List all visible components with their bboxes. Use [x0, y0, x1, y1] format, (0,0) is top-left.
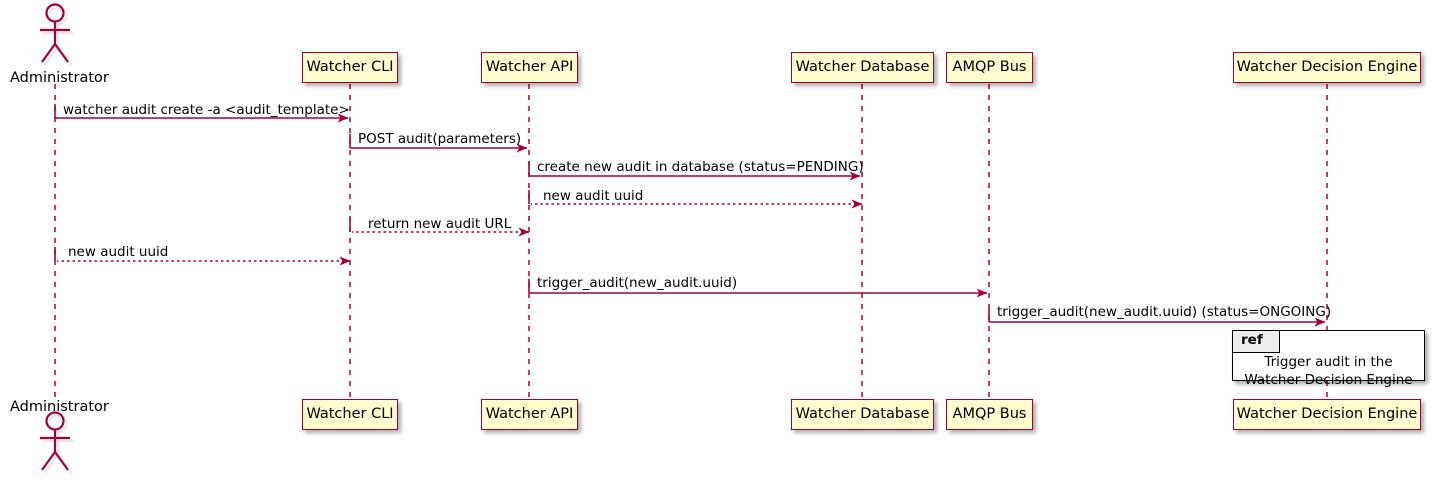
- participant-label: Watcher API: [485, 406, 574, 423]
- actor-leg-left: [41, 43, 56, 63]
- ref-fragment-line-1: Trigger audit in the: [1264, 354, 1393, 370]
- participant-label: AMQP Bus: [952, 406, 1027, 423]
- message-label-m8: trigger_audit(new_audit.uuid) (status=ON…: [997, 304, 1332, 320]
- ref-fragment[interactable]: ref Trigger audit in the Watcher Decisio…: [1232, 330, 1425, 388]
- participant-footer-amqp-bus[interactable]: AMQP Bus: [946, 399, 1033, 430]
- participant-label: Watcher Decision Engine: [1236, 406, 1418, 423]
- participant-label: Watcher Database: [795, 59, 930, 76]
- participant-header-watcher-database[interactable]: Watcher Database: [791, 52, 934, 83]
- actor-figure-administrator-bottom[interactable]: [40, 411, 70, 471]
- participant-footer-watcher-decision-engine[interactable]: Watcher Decision Engine: [1233, 399, 1421, 430]
- participant-footer-watcher-cli[interactable]: Watcher CLI: [302, 399, 398, 430]
- actor-label-administrator-top: Administrator: [10, 70, 109, 86]
- actor-leg-left: [41, 451, 56, 471]
- actor-head: [48, 414, 68, 434]
- actor-head: [45, 411, 65, 431]
- actor-leg-right: [54, 451, 69, 471]
- actor-head: [48, 6, 68, 26]
- participant-footer-watcher-api[interactable]: Watcher API: [481, 399, 578, 430]
- actor-head: [45, 3, 65, 23]
- participant-label: Watcher Decision Engine: [1236, 59, 1418, 76]
- participant-header-watcher-decision-engine[interactable]: Watcher Decision Engine: [1233, 52, 1421, 83]
- participant-label: Watcher Database: [795, 406, 930, 423]
- message-label-m5: return new audit URL: [368, 216, 512, 232]
- message-arrows-group: [54, 104, 1326, 327]
- message-label-m2: POST audit(parameters): [358, 131, 522, 147]
- message-label-m7: trigger_audit(new_audit.uuid): [537, 275, 738, 291]
- actor-leg-left: [44, 454, 59, 474]
- actor-figure-administrator-top[interactable]: [40, 3, 70, 63]
- participant-label: Watcher CLI: [306, 59, 394, 76]
- participant-label: Watcher API: [485, 59, 574, 76]
- actor-label-administrator-bottom: Administrator: [10, 399, 109, 415]
- actor-figures-group: [40, 3, 73, 474]
- ref-fragment-line-2: Watcher Decision Engine: [1244, 372, 1413, 389]
- message-label-m4: new audit uuid: [543, 188, 644, 204]
- participant-header-watcher-cli[interactable]: Watcher CLI: [302, 52, 398, 83]
- participant-label: Watcher CLI: [306, 406, 394, 423]
- actor-leg-left: [44, 46, 59, 66]
- ref-fragment-body: Trigger audit in the Watcher Decision En…: [1233, 353, 1424, 389]
- participant-header-amqp-bus[interactable]: AMQP Bus: [946, 52, 1033, 83]
- ref-fragment-tab-label: ref: [1233, 331, 1280, 353]
- participant-header-watcher-api[interactable]: Watcher API: [481, 52, 578, 83]
- lifelines-group: [54, 84, 1328, 398]
- message-label-m3: create new audit in database (status=PEN…: [537, 159, 864, 175]
- message-label-m1: watcher audit create -a <audit_template>: [63, 102, 350, 118]
- participant-label: AMQP Bus: [952, 59, 1027, 76]
- actor-leg-right: [54, 43, 69, 63]
- participant-footer-watcher-database[interactable]: Watcher Database: [791, 399, 934, 430]
- message-label-m6: new audit uuid: [68, 244, 169, 260]
